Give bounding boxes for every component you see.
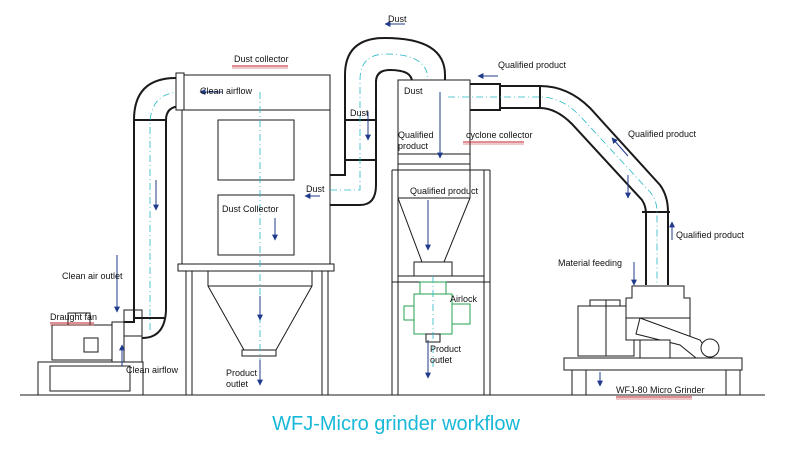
micro-grinder [563,285,743,396]
label-qualified-product-right: Qualified product [676,230,745,240]
link-pipe [330,36,446,250]
dust-collector [175,72,335,395]
diagram-title: WFJ-Micro grinder workflow [272,413,520,435]
label-dust-top: Dust [388,14,407,24]
label-qualified-product-top: Qualified product [498,60,567,70]
label-cyclone-collector: cyclone collector [466,130,533,140]
label-underlines [50,65,692,400]
label-qualified-product-cone: Qualified product [410,186,479,196]
airlock [403,276,471,370]
draught-fan [37,309,144,396]
label-clean-air-outlet: Clean air outlet [62,271,123,281]
label-dust-collector-inside: Dust Collector [222,204,279,214]
label-airlock: Airlock [450,294,478,304]
product-pipe [448,83,670,300]
label-clean-airflow-top: Clean airflow [200,86,253,96]
label-draught-fan: Draught fan [50,312,97,322]
label-clean-airflow-bottom: Clean airflow [126,365,179,375]
label-dust-left-pipe: Dust [350,108,369,118]
label-dust-cyclone-inlet: Dust [404,86,423,96]
label-dust-mid: Dust [306,184,325,194]
label-dust-collector-header: Dust collector [234,54,289,64]
flow-arrows [114,21,675,387]
cyclone-collector [391,79,491,395]
label-micro-grinder: WFJ-80 Micro Grinder [616,385,705,395]
label-qualified-product-pipe: Qualified product [628,129,697,139]
label-material-feeding: Material feeding [558,258,622,268]
